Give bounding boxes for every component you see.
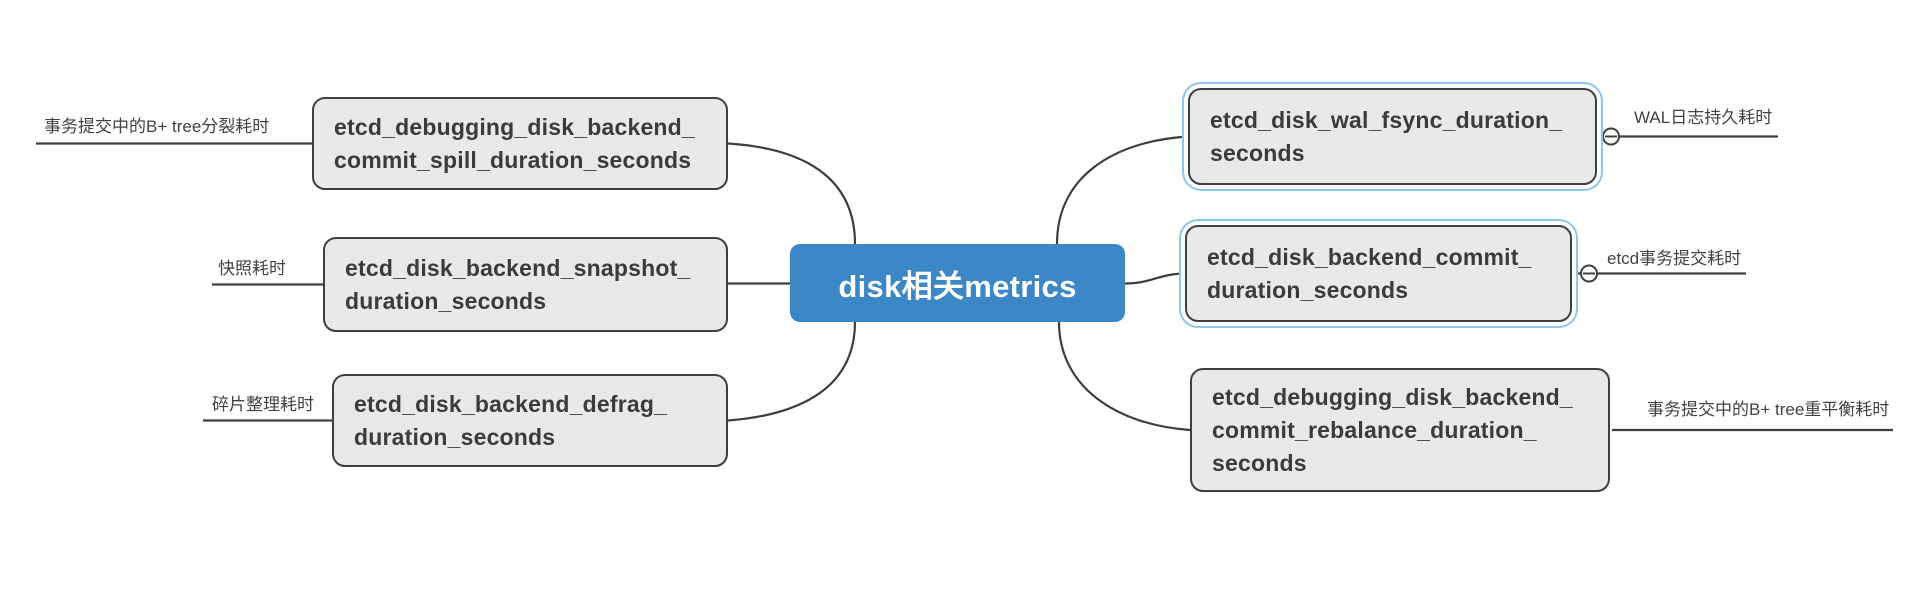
collapse-button-backend-commit[interactable] xyxy=(1580,264,1598,283)
topic-text-line: etcd_debugging_disk_backend_ xyxy=(1212,383,1573,410)
label-commit-spill[interactable]: 事务提交中的B+ tree分裂耗时 xyxy=(44,117,270,136)
topic-commit-rebalance[interactable]: etcd_debugging_disk_backend_ commit_reba… xyxy=(1190,368,1610,492)
topic-text-line: duration_seconds xyxy=(345,287,547,314)
topic-text-line: seconds xyxy=(1212,449,1307,476)
edge-root-to-defrag xyxy=(727,321,857,422)
topic-wal-fsync[interactable]: etcd_disk_wal_fsync_duration_ seconds xyxy=(1188,88,1597,185)
edge-root-to-commit-spill xyxy=(727,142,857,245)
label-backend-commit[interactable]: etcd事务提交耗时 xyxy=(1607,249,1742,268)
label-defrag[interactable]: 碎片整理耗时 xyxy=(212,395,314,414)
topic-backend-commit[interactable]: etcd_disk_backend_commit_ duration_secon… xyxy=(1185,225,1572,322)
topic-snapshot[interactable]: etcd_disk_backend_snapshot_ duration_sec… xyxy=(323,237,728,332)
topic-text-line: commit_spill_duration_seconds xyxy=(334,146,692,173)
topic-text-line: etcd_disk_wal_fsync_duration_ xyxy=(1210,106,1563,133)
label-snapshot[interactable]: 快照耗时 xyxy=(218,259,286,278)
edge-root-to-wal-fsync xyxy=(1055,135,1189,245)
edge-root-to-commit-rebalance xyxy=(1057,321,1191,432)
topic-text-line: etcd_disk_backend_snapshot_ xyxy=(345,254,691,281)
topic-text-line: etcd_debugging_disk_backend_ xyxy=(334,113,695,140)
edge-root-to-backend-commit xyxy=(1124,272,1188,285)
label-wal-fsync[interactable]: WAL日志持久耗时 xyxy=(1634,108,1773,127)
topic-text-line: duration_seconds xyxy=(1207,276,1409,303)
root-topic-disk-metrics[interactable]: disk相关metrics xyxy=(790,244,1125,322)
topic-commit-spill[interactable]: etcd_debugging_disk_backend_ commit_spil… xyxy=(312,97,728,190)
topic-text-line: commit_rebalance_duration_ xyxy=(1212,416,1537,443)
topic-defrag[interactable]: etcd_disk_backend_defrag_ duration_secon… xyxy=(332,374,728,467)
collapse-button-wal-fsync[interactable] xyxy=(1602,127,1620,146)
topic-text-line: seconds xyxy=(1210,139,1305,166)
topic-text-line: etcd_disk_backend_defrag_ xyxy=(354,390,668,417)
topic-text-line: duration_seconds xyxy=(354,423,556,450)
label-commit-rebalance[interactable]: 事务提交中的B+ tree重平衡耗时 xyxy=(1647,400,1890,419)
topic-text-line: etcd_disk_backend_commit_ xyxy=(1207,243,1532,270)
